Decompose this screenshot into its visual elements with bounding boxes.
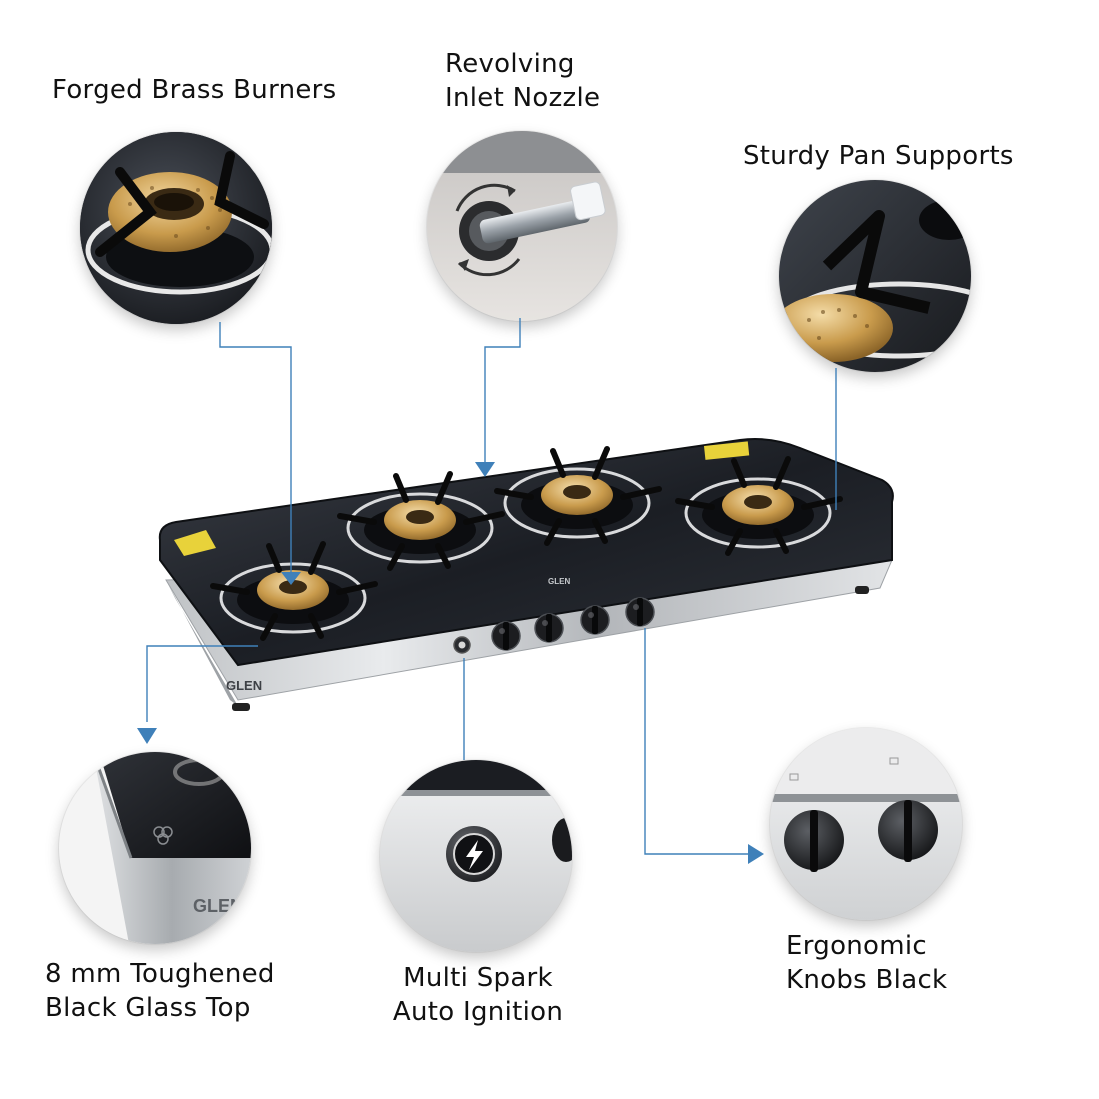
pan-support-closeup <box>779 180 971 372</box>
label-line: Auto Ignition <box>392 997 564 1027</box>
label-multi-spark-ignition: Multi Spark Auto Ignition <box>392 961 564 1029</box>
arrow-down-icon <box>475 462 495 477</box>
burner <box>675 456 843 556</box>
ignition-button <box>453 636 471 654</box>
control-knob <box>580 605 610 635</box>
brand-logo-front: GLEN <box>226 678 262 693</box>
arrow-right-icon <box>748 844 764 864</box>
brass-burner-closeup <box>80 132 272 324</box>
knob-group <box>491 597 655 651</box>
ignition-button-closeup <box>380 760 572 952</box>
connector-nozzle <box>484 318 521 462</box>
control-knob <box>534 613 564 643</box>
burner <box>494 446 662 546</box>
control-knob <box>625 597 655 627</box>
knobs-closeup <box>770 728 962 920</box>
label-toughened-glass-top: 8 mm Toughened Black Glass Top <box>45 957 275 1025</box>
label-line: Ergonomic <box>786 931 928 961</box>
connector-knobs <box>644 628 748 855</box>
label-line: Black Glass Top <box>45 993 251 1023</box>
label-line: Inlet Nozzle <box>445 83 601 113</box>
label-ergonomic-knobs: Ergonomic Knobs Black <box>786 929 947 997</box>
label-revolving-inlet-nozzle: Revolving Inlet Nozzle <box>445 47 600 115</box>
burner <box>210 541 378 641</box>
label-line: Sturdy Pan Supports <box>743 141 1014 171</box>
label-line: Knobs Black <box>786 965 948 995</box>
burner <box>337 471 505 571</box>
burner-group <box>210 446 843 641</box>
connector-burners <box>219 322 292 572</box>
connector-glass <box>146 645 258 722</box>
label-sturdy-pan-supports: Sturdy Pan Supports <box>743 139 1014 173</box>
control-knob <box>491 621 521 651</box>
label-line: Forged Brass Burners <box>52 75 337 105</box>
arrow-down-icon <box>281 572 301 585</box>
brand-logo-top: GLEN <box>548 577 570 586</box>
label-forged-brass-burners: Forged Brass Burners <box>52 73 337 107</box>
label-line: 8 mm Toughened <box>45 959 275 989</box>
arrow-down-icon <box>137 728 157 744</box>
label-line: Multi Spark <box>403 963 553 993</box>
glass-top-closeup: GLEN <box>59 752 251 944</box>
label-line: Revolving <box>445 49 575 79</box>
